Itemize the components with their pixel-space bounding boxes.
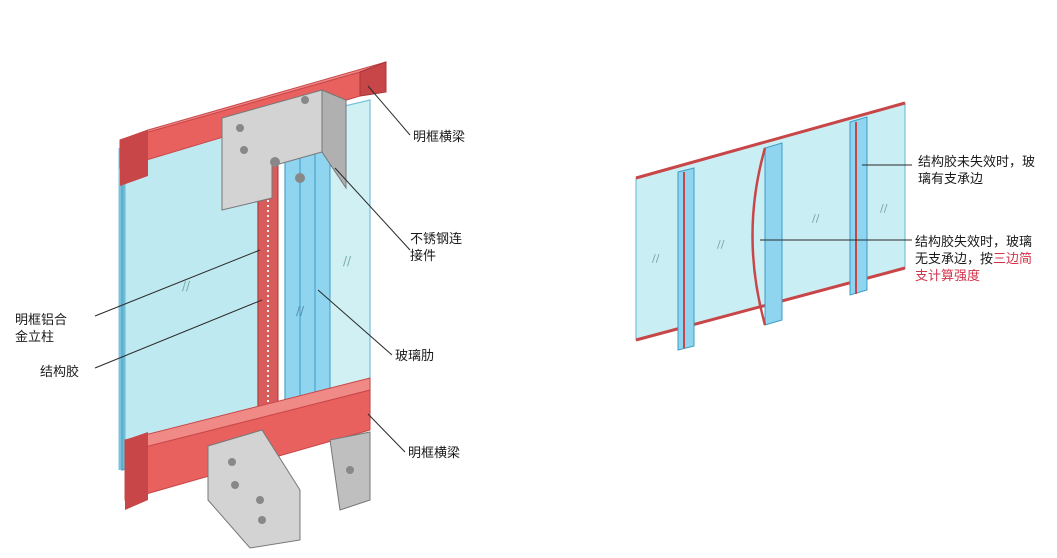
label-glass-fin: 玻璃肋 [395,349,435,364]
label-not-failed-line2: 璃有支承边 [918,172,984,187]
label-top-beam: 明框横梁 [413,130,466,145]
label-failed-line1: 结构胶失效时，玻璃 [915,235,1033,250]
right-assembly: // // // // [635,101,912,351]
label-failed-line2: 无支承边，按三边简 [915,251,1032,268]
fin-2 [751,142,783,326]
label-failed-line2-a: 无支承边，按 [915,252,994,267]
left-assembly: // // // [94,61,411,549]
label-failed-line3: 支计算强度 [915,268,1032,285]
fin-3 [849,116,868,296]
svg-text://: // [880,202,888,215]
label-mullion-line1: 明框铝合 [15,313,68,328]
label-sealant: 结构胶 [40,365,80,380]
svg-text://: // [812,212,820,225]
label-failed-line3-a: 支计算 [915,269,955,284]
label-failed-line3-b: 强度 [954,269,981,284]
svg-text://: // [296,304,305,318]
bottom-steel-connector [207,429,371,549]
left-leader-lines [94,85,411,453]
svg-text://: // [343,254,352,268]
label-connector-line2: 接件 [410,249,437,264]
label-connector-line1: 不锈钢连 [410,232,463,247]
label-mullion: 明框铝合 金立柱 [15,312,67,346]
svg-text://: // [717,238,725,251]
top-steel-connector [221,89,347,211]
label-failed-line2-b: 三边简 [993,252,1033,267]
label-not-failed-line1: 结构胶未失效时，玻 [918,155,1036,170]
fin-1 [677,167,695,351]
label-not-failed: 结构胶未失效时，玻 璃有支承边 [918,154,1035,188]
top-edge-red [635,101,906,180]
label-mullion-line2: 金立柱 [15,330,55,345]
label-failed: 结构胶失效时，玻璃 无支承边，按三边简 支计算强度 [915,234,1032,285]
right-leader-lines [760,164,912,241]
svg-text://: // [652,252,660,265]
label-bottom-beam: 明框横梁 [408,446,461,461]
label-connector: 不锈钢连 接件 [410,231,462,265]
svg-text://: // [182,279,191,293]
